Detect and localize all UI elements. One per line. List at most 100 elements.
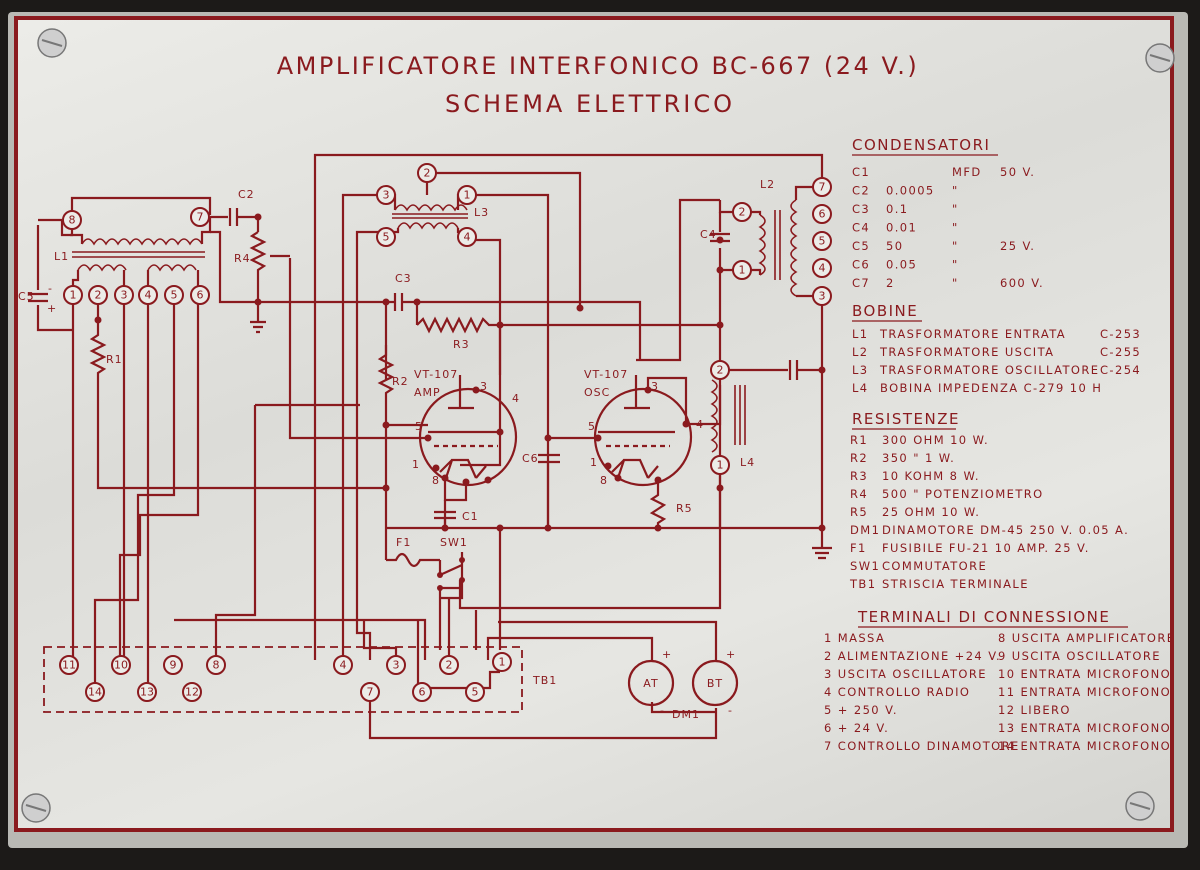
capacitor-value: 0.0005 [886, 184, 935, 198]
capacitor-ref: C5 [852, 239, 870, 253]
label-c5: C5 [18, 290, 35, 303]
pin-label: 4 [512, 392, 520, 405]
component-description: 500 " POTENZIOMETRO [882, 487, 1044, 501]
coil-code: C-253 [1100, 327, 1141, 341]
svg-text:5: 5 [383, 231, 390, 244]
tb-terminal: 12 [182, 682, 202, 702]
svg-text:2: 2 [95, 289, 102, 302]
schematic-wiring: AT BT + + - - DM1 TB1 [28, 153, 832, 740]
component-description: 300 OHM 10 W. [882, 433, 989, 447]
component-description: 25 OHM 10 W. [882, 505, 980, 519]
svg-text:1: 1 [717, 459, 724, 472]
tb-terminal: 14 [85, 682, 105, 702]
svg-text:3: 3 [121, 289, 128, 302]
svg-text:7: 7 [197, 211, 204, 224]
tb-terminal: 1 [492, 652, 512, 672]
terminal-node: 8 [62, 210, 82, 230]
capacitor-value: 0.1 [886, 202, 909, 216]
terminal-entry: 2 ALIMENTAZIONE +24 V. [824, 649, 1001, 663]
svg-text:14: 14 [88, 686, 102, 699]
coil-description: TRASFORMATORE OSCILLATORE [879, 363, 1099, 377]
svg-text:11: 11 [62, 659, 76, 672]
motor-at-label: AT [643, 677, 658, 690]
terminal-node: 2 [732, 202, 752, 222]
tb-terminal: 13 [137, 682, 157, 702]
svg-text:1: 1 [464, 189, 471, 202]
terminal-node: 4 [812, 258, 832, 278]
capacitor-unit: " [952, 239, 959, 253]
terminal-entry: 9 USCITA OSCILLATORE [998, 649, 1161, 663]
component-ref: DM1 [850, 523, 880, 537]
terminal-node: 1 [63, 285, 83, 305]
capacitor-unit: MFD [952, 165, 982, 179]
schematic-plate-face [14, 16, 1174, 832]
tb-terminal: 2 [439, 655, 459, 675]
component-labels: L1 C5 R1 C2 R4 L3 C3 R3 R2 VT-107 AMP VT… [18, 178, 774, 549]
label-f1: F1 [396, 536, 411, 549]
pin-label: 5 [415, 420, 423, 433]
pin-label: 4 [696, 418, 704, 431]
tb-terminal: 6 [412, 682, 432, 702]
svg-text:2: 2 [446, 659, 453, 672]
svg-text:4: 4 [145, 289, 152, 302]
component-ref: TB1 [849, 577, 876, 591]
minus-sign: - [728, 704, 733, 717]
capacitor-unit: " [952, 276, 959, 290]
terminal-entry: 10 ENTRATA MICROFONO [998, 667, 1171, 681]
terminal-node: 7 [812, 177, 832, 197]
tb-terminal: 4 [333, 655, 353, 675]
minus-sign: - [660, 704, 665, 717]
terminal-entry: 4 CONTROLLO RADIO [824, 685, 970, 699]
terminal-node: 6 [190, 285, 210, 305]
dm1-label: DM1 [672, 708, 700, 721]
pin-label: + [47, 302, 57, 315]
plus-sign: + [662, 648, 672, 661]
tb-terminal: 5 [465, 682, 485, 702]
component-ref: R1 [850, 433, 868, 447]
label-c3: C3 [395, 272, 412, 285]
resistenze-heading: RESISTENZE [852, 410, 960, 428]
svg-text:1: 1 [739, 264, 746, 277]
terminal-node: 4 [138, 285, 158, 305]
component-ref: R2 [850, 451, 868, 465]
pin-label: 3 [651, 380, 659, 393]
svg-text:13: 13 [140, 686, 154, 699]
condensatori-heading: CONDENSATORI [852, 136, 990, 154]
label-l4: L4 [740, 456, 755, 469]
pin-label: 1 [590, 456, 598, 469]
osc-tube-type: VT-107 [584, 368, 628, 381]
screw-icon [1125, 791, 1155, 821]
legend-resistenze: RESISTENZE R1 300 OHM 10 W. R2 350 " 1 W. R3… [849, 410, 1128, 591]
capacitor-unit: " [952, 184, 959, 198]
svg-text:5: 5 [819, 235, 826, 248]
screw-icon [37, 28, 67, 58]
terminal-node: 2 [710, 360, 730, 380]
capacitor-ref: C1 [852, 165, 870, 179]
terminal-node: 7 [190, 207, 210, 227]
label-r5: R5 [676, 502, 693, 515]
label-r4: R4 [234, 252, 251, 265]
tb-terminal: 7 [360, 682, 380, 702]
component-ref: R3 [850, 469, 868, 483]
terminal-node: 3 [376, 185, 396, 205]
terminal-entry: 8 USCITA AMPLIFICATORE [998, 631, 1175, 645]
terminal-entry: 3 USCITA OSCILLATORE [824, 667, 987, 681]
capacitor-unit: " [952, 202, 959, 216]
svg-text:4: 4 [340, 659, 347, 672]
label-c1: C1 [462, 510, 479, 523]
terminal-entry: 14 ENTRATA MICROFONO [998, 739, 1171, 753]
tb-terminal: 10 [111, 655, 131, 675]
screw-icon [21, 793, 51, 823]
component-description: 350 " 1 W. [882, 451, 955, 465]
capacitor-value: 50 [886, 239, 903, 253]
tb-terminal: 11 [59, 655, 79, 675]
terminal-node: 3 [114, 285, 134, 305]
plate-subtitle: SCHEMA ELETTRICO [445, 90, 735, 118]
terminal-node: 6 [812, 204, 832, 224]
tb1-label: TB1 [532, 674, 557, 687]
label-l3: L3 [474, 206, 489, 219]
osc-tube-role: OSC [584, 386, 610, 399]
